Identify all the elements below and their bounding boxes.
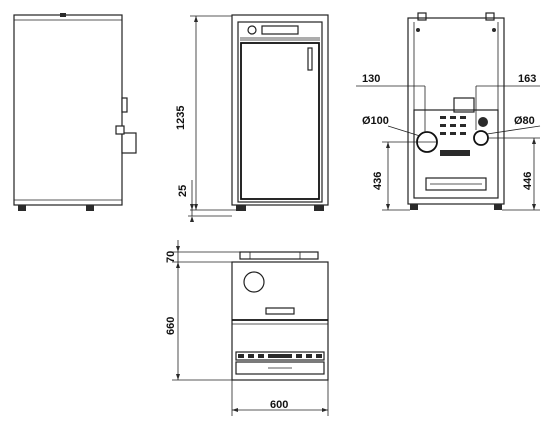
dim-height-total: 1235 xyxy=(175,106,187,130)
rear-view xyxy=(356,12,541,211)
dim-flue-offset-right: 163 xyxy=(518,73,536,85)
dim-flue-diameter-main: Ø100 xyxy=(362,115,389,127)
front-view xyxy=(188,14,329,222)
dim-width-body: 600 xyxy=(270,399,288,411)
front-vent-strip xyxy=(235,351,325,361)
side-view xyxy=(13,13,137,211)
dim-flue-offset-left: 130 xyxy=(362,73,380,85)
dim-depth-top-offset: 70 xyxy=(165,251,177,263)
dim-flue-height-secondary: 446 xyxy=(522,172,534,190)
rear-louvres xyxy=(440,116,470,156)
top-view xyxy=(172,240,329,416)
dim-depth-body: 660 xyxy=(165,317,177,335)
dim-flue-height-main: 436 xyxy=(372,172,384,190)
dim-flue-diameter-secondary: Ø80 xyxy=(514,115,535,127)
dim-height-feet: 25 xyxy=(177,185,189,197)
